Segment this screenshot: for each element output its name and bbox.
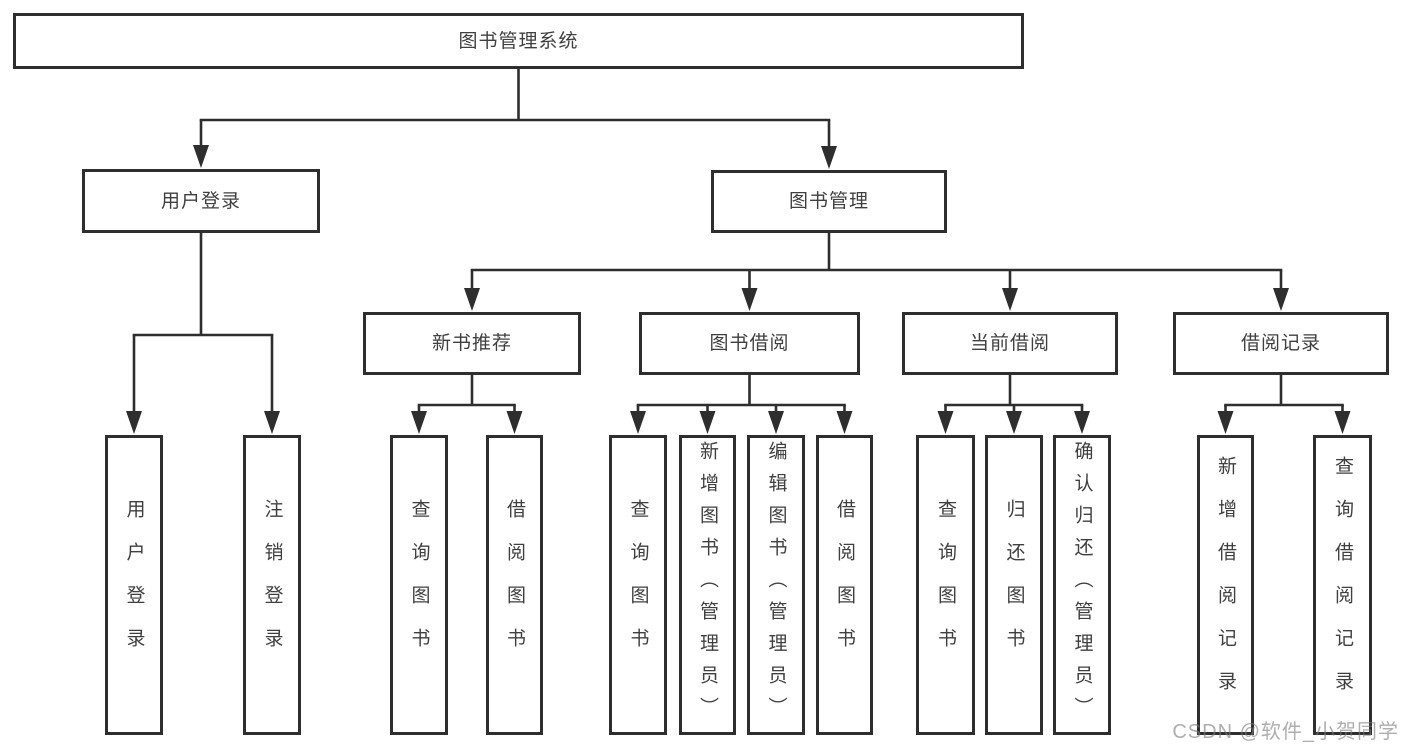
arrowhead	[741, 288, 758, 311]
node-label-leaf-cb-query: 查询图书	[935, 499, 956, 671]
arrowhead	[699, 411, 716, 434]
node-label-leaf-rec-query: 查询借阅记录	[1332, 456, 1353, 714]
arrowhead	[1074, 411, 1090, 434]
node-label-leaf-bb-edit: 编辑图书（管理员）	[765, 441, 787, 729]
arrowhead	[506, 411, 523, 434]
node-label-user-login: 用户登录	[160, 190, 241, 212]
arrowhead	[1002, 288, 1018, 311]
arrowhead	[836, 411, 853, 434]
node-label-leaf-bb-add: 新增图书（管理员）	[697, 441, 718, 729]
node-leaf-bb-borrow: 借阅图书	[816, 435, 873, 735]
node-label-leaf-new-borrow: 借阅图书	[504, 499, 525, 671]
node-leaf-bb-query: 查询图书	[609, 435, 667, 735]
arrowhead	[1273, 288, 1289, 311]
node-leaf-new-borrow: 借阅图书	[486, 435, 543, 735]
node-leaf-cb-confirm: 确认归还（管理员）	[1053, 435, 1111, 735]
node-label-leaf-cb-return: 归还图书	[1003, 499, 1025, 671]
arrowhead	[464, 288, 480, 311]
node-label-leaf-logout: 注销登录	[261, 499, 283, 671]
node-label-book-borrow: 图书借阅	[709, 333, 790, 354]
node-leaf-rec-query: 查询借阅记录	[1313, 435, 1372, 735]
node-label-borrow-records: 借阅记录	[1240, 333, 1321, 354]
node-label-current-borrow: 当前借阅	[969, 333, 1050, 354]
arrowhead	[411, 411, 427, 434]
node-user-login: 用户登录	[82, 169, 320, 233]
node-label-leaf-bb-borrow: 借阅图书	[834, 499, 855, 671]
node-leaf-rec-add: 新增借阅记录	[1197, 435, 1254, 735]
arrowhead	[1006, 411, 1022, 434]
node-label-root: 图书管理系统	[458, 30, 579, 52]
node-book-borrow: 图书借阅	[639, 312, 860, 375]
node-leaf-logout: 注销登录	[243, 435, 301, 735]
node-label-leaf-cb-confirm: 确认归还（管理员）	[1071, 441, 1093, 729]
node-label-leaf-new-query: 查询图书	[408, 499, 430, 671]
arrowhead	[630, 411, 646, 434]
node-label-leaf-user-login: 用户登录	[123, 499, 145, 671]
arrowhead	[1217, 411, 1234, 434]
node-borrow-records: 借阅记录	[1173, 312, 1389, 375]
node-leaf-bb-edit: 编辑图书（管理员）	[747, 435, 805, 735]
arrowhead	[264, 411, 280, 434]
node-leaf-user-login: 用户登录	[105, 435, 163, 735]
node-label-leaf-bb-query: 查询图书	[627, 499, 649, 671]
node-leaf-cb-query: 查询图书	[916, 435, 975, 735]
arrowhead	[1334, 411, 1351, 434]
node-label-leaf-rec-add: 新增借阅记录	[1215, 456, 1236, 714]
node-leaf-bb-add: 新增图书（管理员）	[679, 435, 736, 735]
node-leaf-new-query: 查询图书	[390, 435, 448, 735]
node-current-borrow: 当前借阅	[902, 312, 1118, 375]
arrowhead	[126, 411, 142, 434]
node-root: 图书管理系统	[13, 13, 1024, 69]
node-new-books: 新书推荐	[363, 312, 581, 375]
watermark: CSDN @软件_小贺同学	[1172, 721, 1399, 743]
node-book-mgmt: 图书管理	[711, 170, 947, 233]
arrowhead	[768, 411, 784, 434]
node-leaf-cb-return: 归还图书	[985, 435, 1043, 735]
arrowhead	[937, 411, 954, 434]
arrowhead	[821, 146, 837, 169]
node-label-book-mgmt: 图书管理	[788, 191, 869, 212]
node-label-new-books: 新书推荐	[431, 333, 512, 354]
arrowhead	[193, 145, 209, 168]
